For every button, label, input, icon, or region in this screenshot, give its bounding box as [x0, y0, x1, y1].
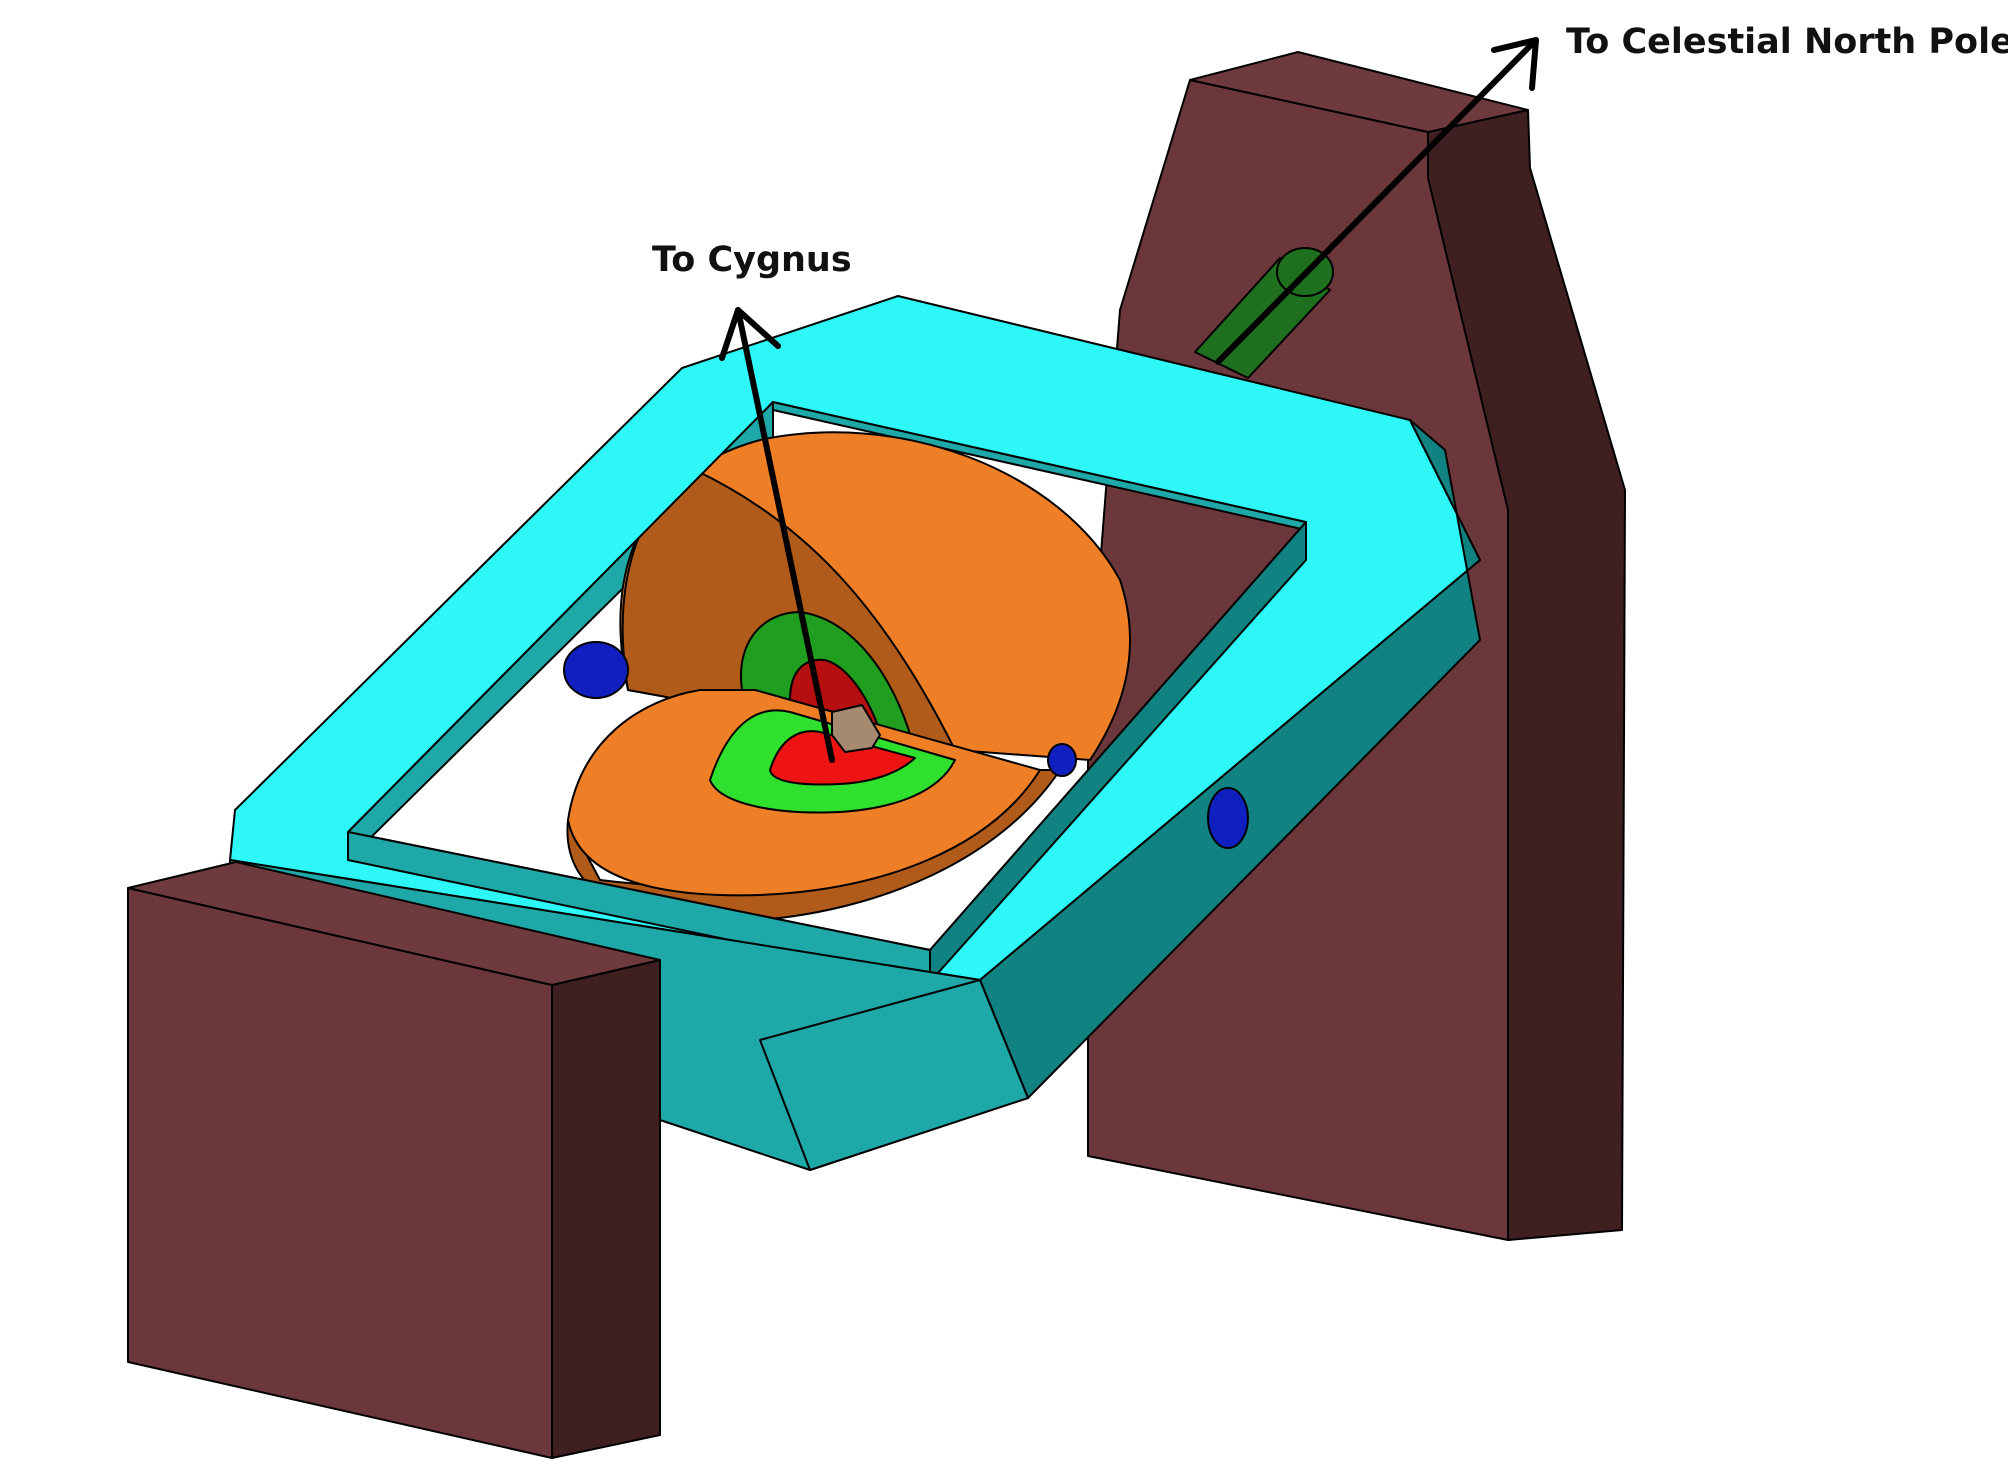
cygnus-arrowhead — [719, 307, 781, 361]
left-support-block — [127, 861, 661, 1459]
pivot-pin-center — [1047, 743, 1077, 777]
right-post-top-face — [1189, 51, 1529, 133]
arrow-celestial-north-pole — [1215, 37, 1539, 365]
left-block-side-face — [551, 959, 661, 1459]
left-block-front-face — [127, 887, 553, 1459]
sphere-core — [831, 704, 881, 753]
pivot-pin-left — [563, 641, 629, 699]
gimbal-frame — [229, 295, 1481, 1171]
cygnus-label: To Cygnus — [652, 240, 852, 280]
celestial-north-pole-label: To Celestial North Pole — [1566, 22, 2008, 62]
north-pole-arrowhead — [1491, 37, 1539, 91]
pivot-pin-right — [1207, 787, 1249, 849]
arrow-cygnus — [719, 307, 835, 763]
left-block-top-face — [127, 861, 661, 986]
cygnus-arrow-shaft — [735, 307, 835, 763]
pivot-pins — [563, 641, 1249, 849]
north-pole-arrow-shaft — [1215, 37, 1539, 365]
sphere-lower-half — [566, 689, 1061, 923]
frame-front-bevel-face — [759, 979, 1029, 1171]
sphere-lower-red-layer — [769, 730, 916, 786]
right-post-side-face — [1427, 109, 1626, 1241]
